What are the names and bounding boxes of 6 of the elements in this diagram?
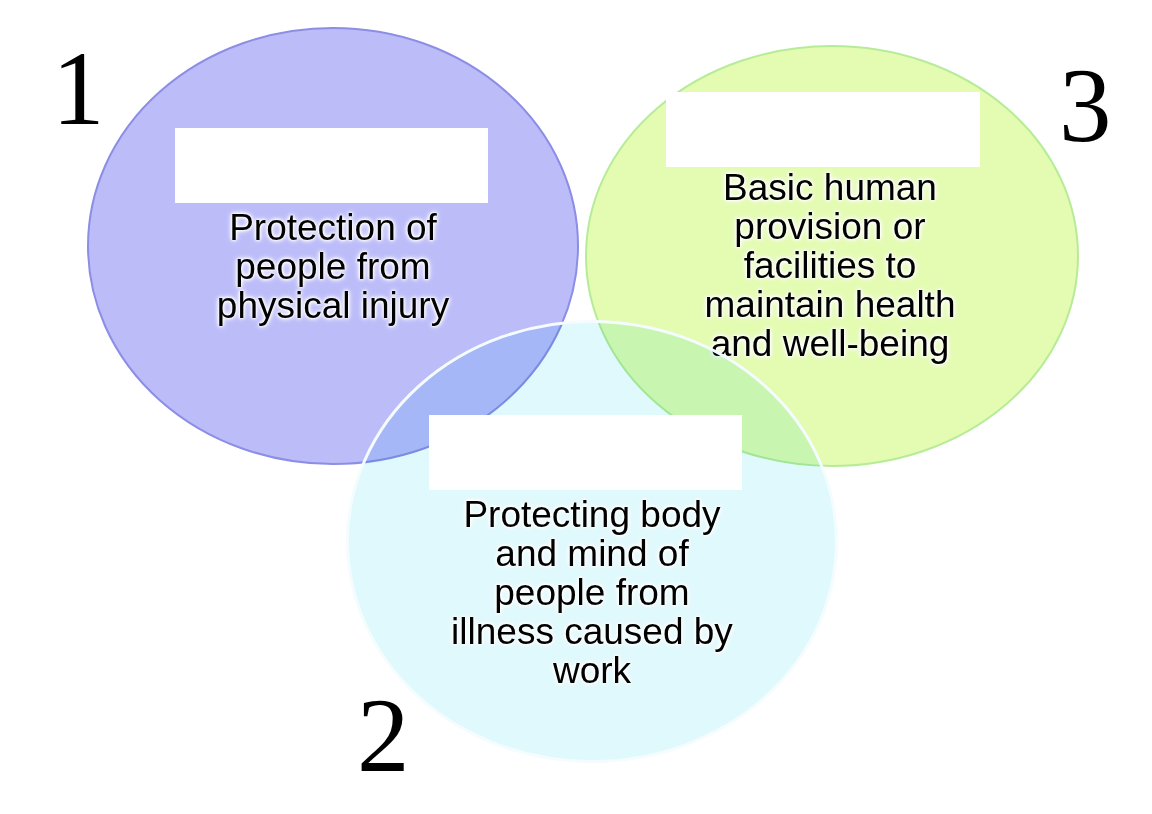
description-text: Protecting body and mind of people from illness caused by work xyxy=(450,495,734,690)
callout-number: 2 xyxy=(357,699,410,773)
description-text: Basic human provision or facilities to maintain health and well-being xyxy=(703,168,957,363)
callout-number: 1 xyxy=(52,52,105,126)
callout-number: 3 xyxy=(1059,69,1112,143)
description-text: Protection of people from physical injury xyxy=(215,208,451,325)
